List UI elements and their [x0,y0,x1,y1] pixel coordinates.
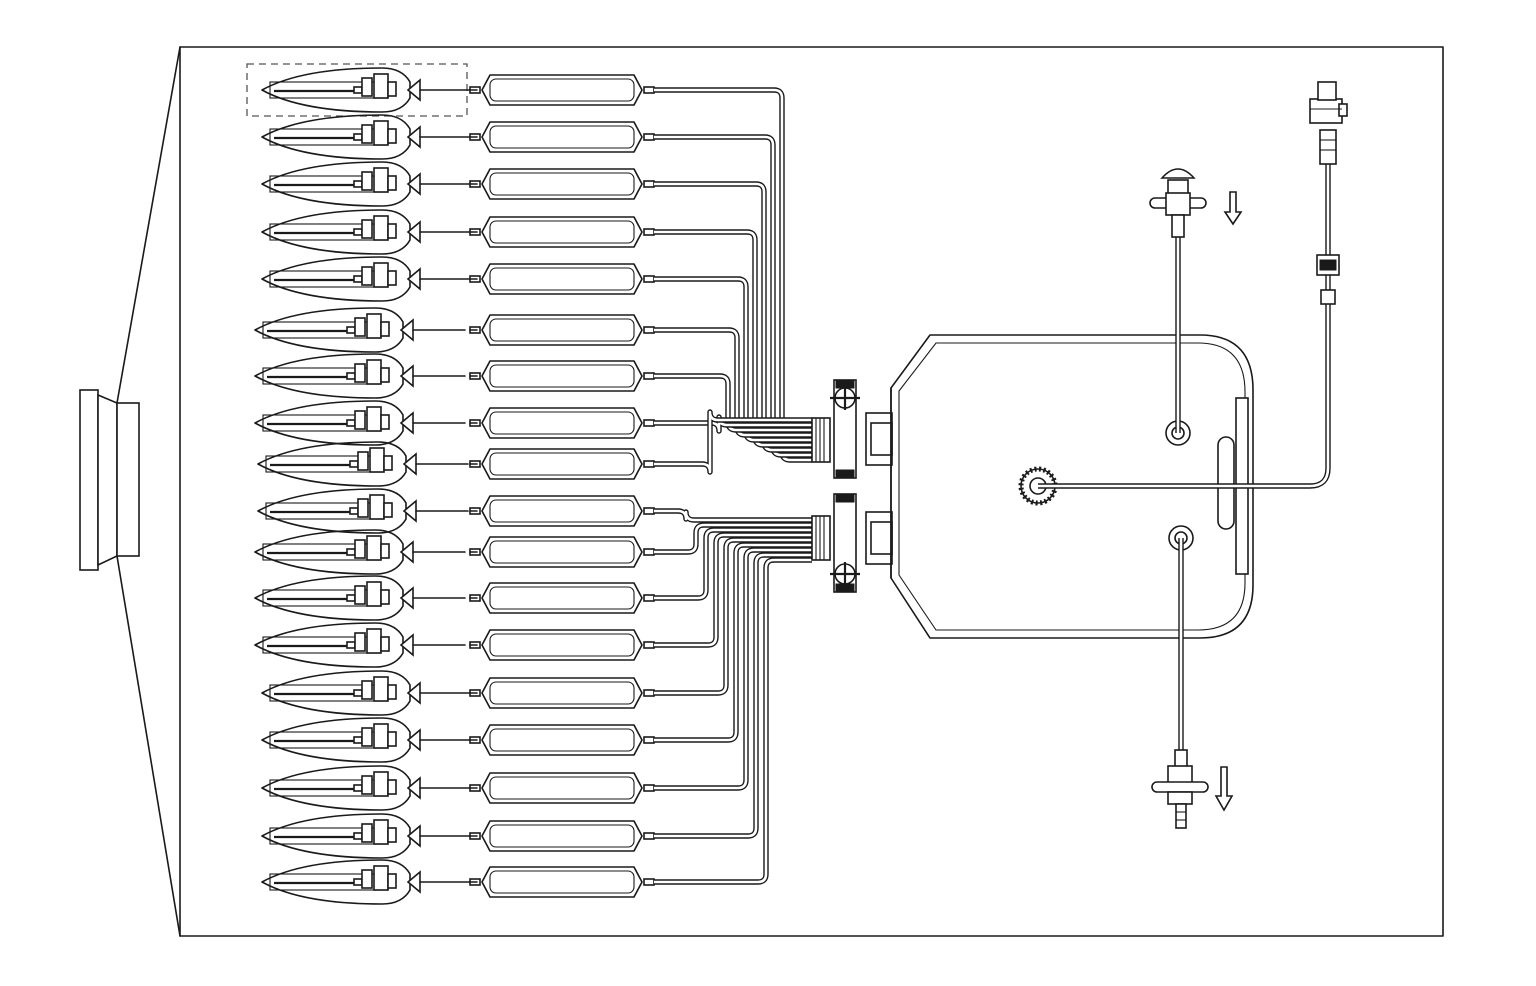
cryovial-bottle-icon [254,622,414,668]
tubing-line [654,547,812,791]
cryovial-bottle-icon [254,400,414,446]
storage-bag-icon [469,74,655,106]
storage-bag-icon [469,263,655,295]
tubing-line [654,508,812,523]
luer-fitting [1319,129,1337,165]
storage-bag-icon [469,121,655,153]
unit-row [261,256,812,443]
storage-bag-icon [469,407,655,439]
unit-row [261,209,812,448]
unit-row [261,542,812,763]
cryovial-bottle-icon [261,114,421,160]
storage-bag-icon [469,536,655,568]
perspective-line-top [116,46,181,404]
tubing-line [654,229,812,448]
cryovial-bottle-icon [261,813,421,859]
storage-bag-icon [469,629,655,661]
cryovial-bottle-icon [261,209,421,255]
unit-row [261,161,812,453]
cryovial-bottle-icon [257,441,417,487]
cryovial-bottle-icon [254,353,414,399]
storage-bag-icon [469,582,655,614]
storage-bag-icon [469,314,655,346]
inlet-filter-line [1149,168,1243,433]
storage-bag-icon [469,677,655,709]
storage-bag-icon [469,820,655,852]
storage-bag-icon [469,495,655,527]
unit-row [254,527,812,621]
storage-bag-icon [469,168,655,200]
cryovial-bottle-icon [257,488,417,534]
cryovial-bottle-icon [261,717,421,763]
sight-slot [1217,436,1235,530]
cabinet-outline [179,46,1444,937]
manifold-connector-icon [811,493,893,593]
filter-port-icon [1151,749,1209,829]
cryovial-bottle-icon [254,307,414,353]
unit-row [254,532,812,668]
storage-bag-icon [469,866,655,898]
unit-row [257,409,812,487]
spike-line [1038,81,1348,489]
cryovial-bottle-icon [261,765,421,811]
port-flange-body [116,402,140,557]
unit-row [261,547,812,811]
filter-port-icon [1149,168,1207,238]
tubing-line [654,181,812,453]
outlet-filter-line [1151,538,1234,829]
port-flange-neck [97,393,118,567]
unit-row [261,557,812,905]
unit-row [254,307,812,438]
cryovial-bottle-icon [261,670,421,716]
port-flange-icon [79,389,99,571]
unit-rows [254,67,812,905]
spike-connector-icon [1309,81,1348,124]
storage-bag-icon [469,216,655,248]
storage-bag-icon [469,360,655,392]
manifold-connector-icon [811,379,893,479]
manifold-connectors [811,379,893,593]
cryovial-bottle-icon [261,161,421,207]
cryovial-bottle-icon [261,256,421,302]
perspective-line-bottom [116,555,181,937]
unit-row [261,552,812,859]
storage-bag-icon [469,772,655,804]
unit-row [261,537,812,716]
tubing-line [654,537,812,696]
unit-row [254,353,812,433]
unit-row [254,400,812,446]
tubing-line [654,87,812,463]
flow-arrow-down-icon [1223,191,1243,226]
storage-bag-icon [469,724,655,756]
tubing-line [654,276,812,443]
cryovial-bottle-icon [261,859,421,905]
unit-row [254,522,812,575]
flow-arrow-down-icon [1214,766,1234,812]
storage-bag-icon [469,448,655,480]
cryovial-bottle-icon [254,529,414,575]
unit-row [257,488,812,534]
unit-row [261,114,812,458]
enclosure [79,46,1444,937]
cryovial-bottle-icon [254,575,414,621]
cryovial-bottle-icon [261,67,421,113]
unit-row [261,67,812,463]
